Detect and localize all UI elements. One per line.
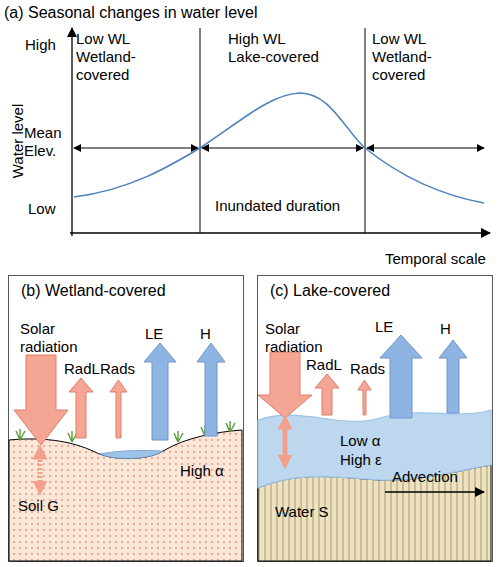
text-label: Rads <box>100 360 135 378</box>
text-label: (a) Seasonal changes in water level <box>4 4 257 22</box>
text-label: High α <box>180 462 224 480</box>
latent-heat-arrow <box>144 343 176 440</box>
text-label: H <box>200 325 211 343</box>
longwave-arrow <box>315 374 339 415</box>
span-arrow <box>367 148 484 149</box>
text-label: Low <box>28 200 56 218</box>
grass-tufts <box>16 421 235 442</box>
advection-arrow <box>385 491 484 492</box>
solar-arrow <box>258 352 312 418</box>
divider-line <box>200 28 201 233</box>
shortwave-arrow <box>358 380 371 415</box>
text-label: RadL <box>64 360 100 378</box>
soil-ground <box>9 430 242 561</box>
shortwave-arrow <box>110 380 127 438</box>
sensible-heat-arrow <box>439 340 467 413</box>
lake-water <box>258 410 491 488</box>
x-axis <box>70 232 490 233</box>
text-label: Low α <box>340 432 380 450</box>
text-label: H <box>440 320 451 338</box>
water-heat-arrow <box>283 422 288 462</box>
sensible-heat-arrow <box>197 343 225 436</box>
soil-heat-arrow <box>38 452 43 488</box>
solar-arrow <box>14 355 68 445</box>
panel-box: (b) Wetland-covered <box>8 275 244 562</box>
text-label: Soil G <box>18 497 59 515</box>
text-label: Solar radiation <box>265 320 325 356</box>
text-label: Inundated duration <box>215 197 340 215</box>
y-axis <box>71 28 72 236</box>
text-label: RadL <box>306 356 342 374</box>
panel-title: (c) Lake-covered <box>270 282 390 300</box>
panel-title: (b) Wetland-covered <box>21 282 166 300</box>
text-label: High ε <box>340 451 382 469</box>
text-label: Rads <box>350 360 385 378</box>
longwave-arrow <box>69 378 93 438</box>
text-label: Low WL Wetland-covered <box>372 30 442 84</box>
text-label: LE <box>145 325 163 343</box>
text-label: Solar radiation <box>20 320 80 356</box>
water-level-curve <box>74 93 484 203</box>
text-label: Low WL Wetland-covered <box>76 30 146 84</box>
span-arrow <box>202 148 363 149</box>
text-label: High <box>25 36 56 54</box>
text-label: Temporal scale <box>385 250 486 268</box>
water-pool <box>100 450 163 458</box>
text-label: Advection <box>392 468 458 486</box>
text-label: Mean Elev. <box>24 124 64 160</box>
text-label: Water S <box>275 503 329 521</box>
latent-heat-arrow <box>380 335 422 418</box>
lake-bed <box>258 465 491 561</box>
text-label: LE <box>375 318 393 336</box>
span-arrow <box>74 148 198 149</box>
text-label: High WL Lake-covered <box>228 30 323 66</box>
divider-line <box>365 28 366 233</box>
